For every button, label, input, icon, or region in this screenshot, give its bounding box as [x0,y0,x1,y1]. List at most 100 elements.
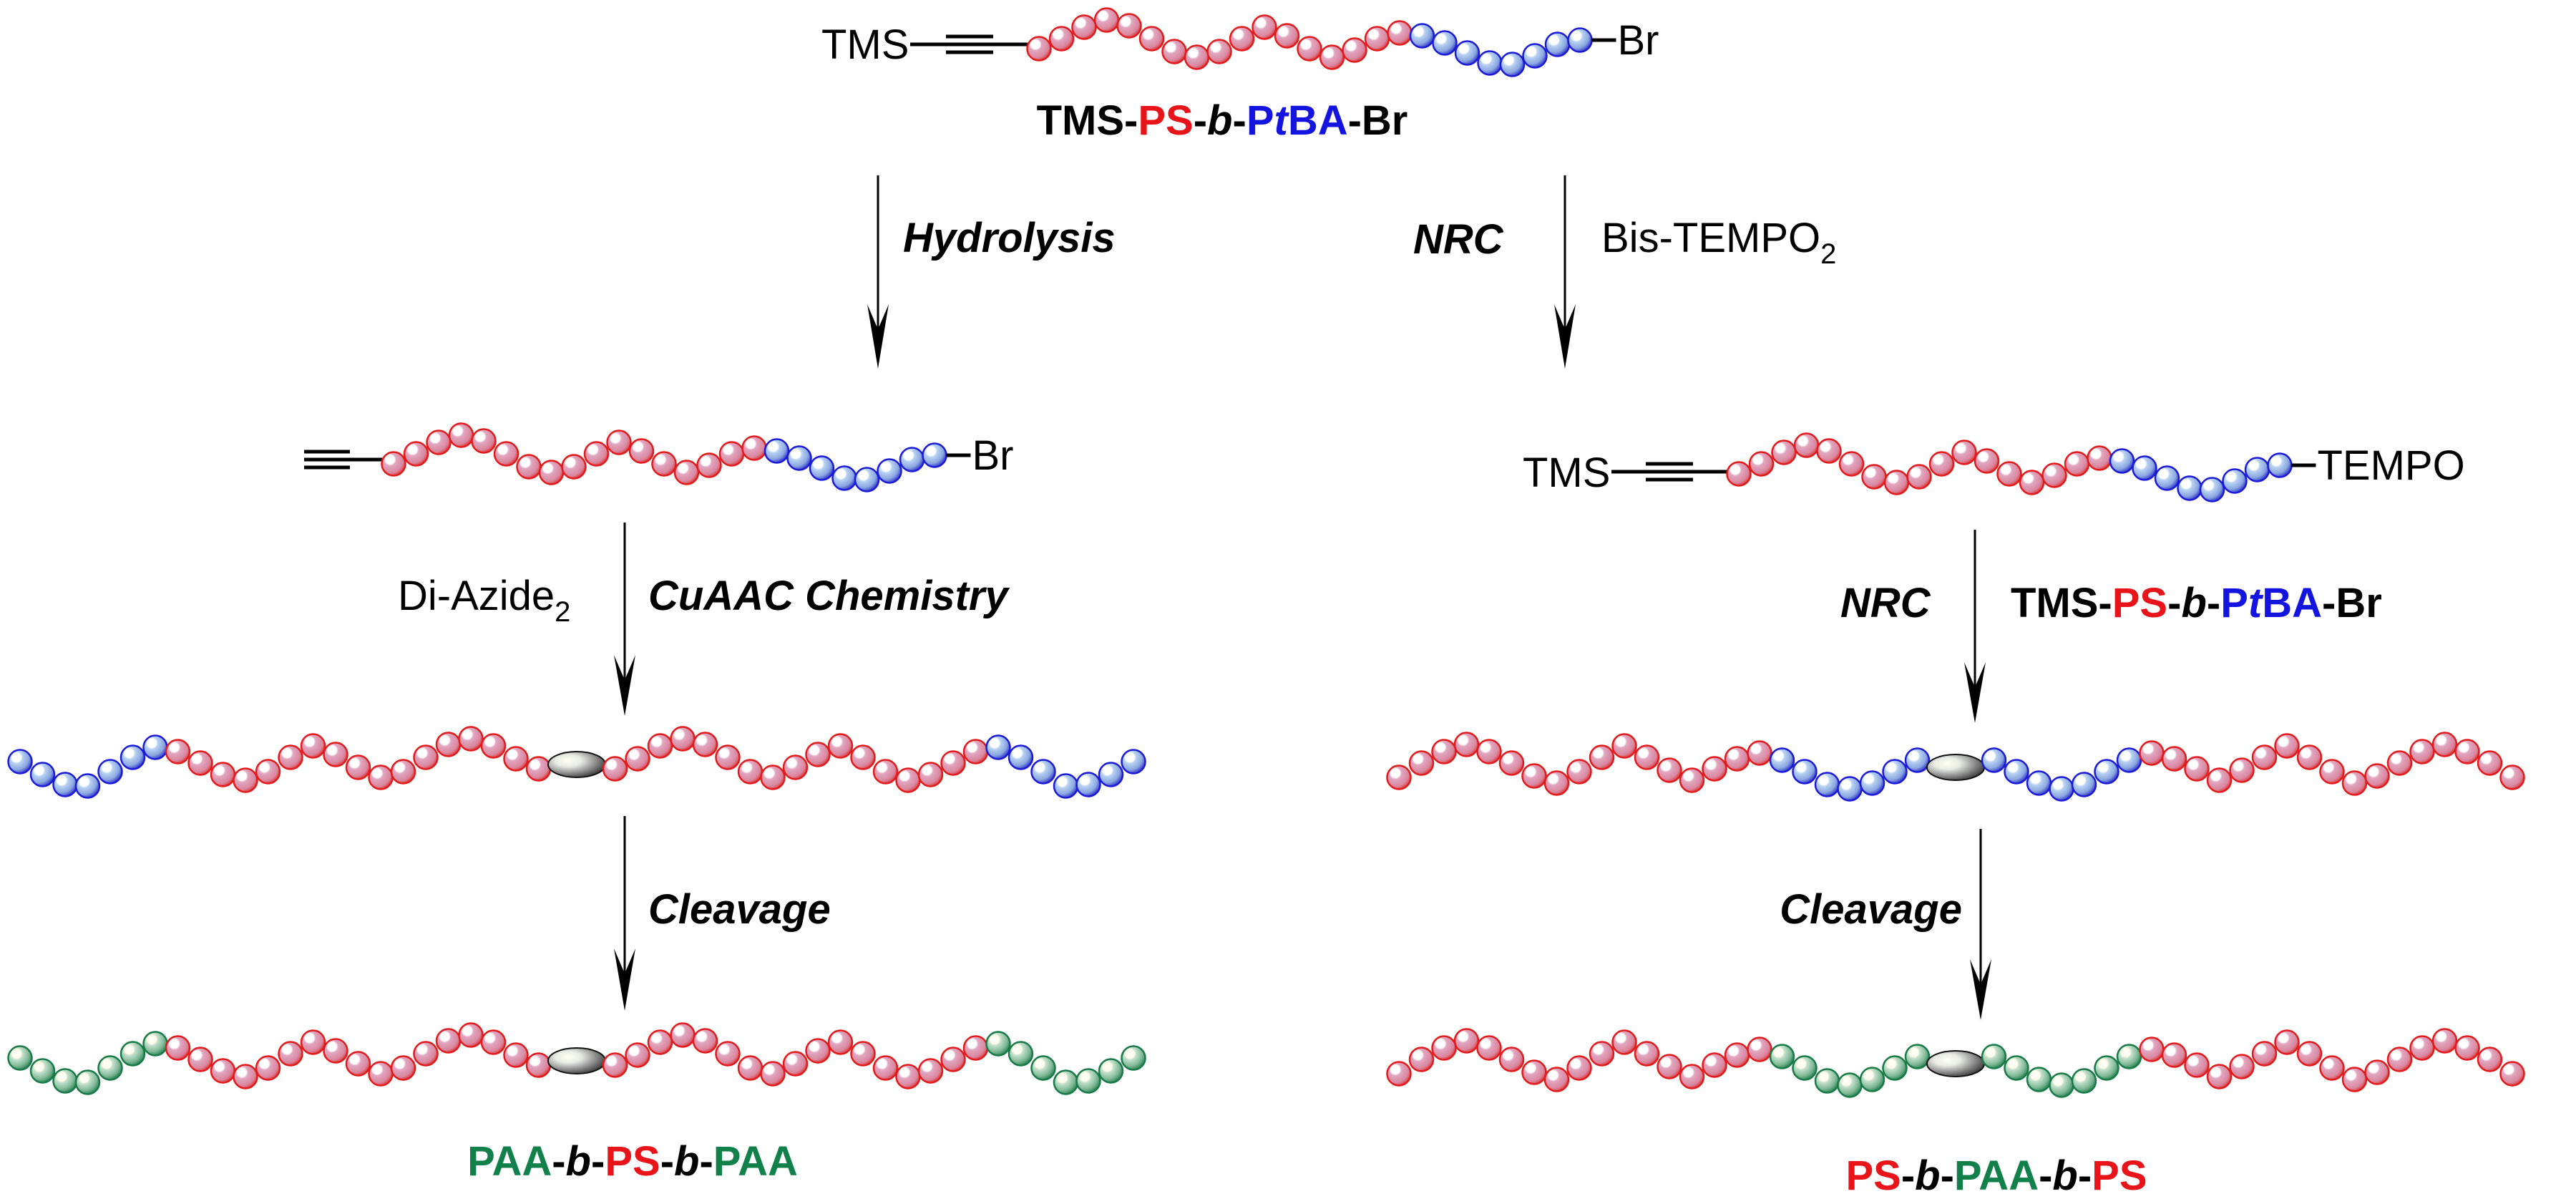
ps-bead [2139,740,2165,766]
ps-bead [805,1038,831,1064]
ps-bead [1996,461,2022,487]
ps-bead [516,454,542,480]
ptba-bead [2109,448,2135,474]
name-fragment-text: - [591,1138,605,1185]
name-fragment-text: b [1207,97,1232,144]
product-name-right: PS-b-PAA-b-PS [1845,1152,2147,1199]
ps-bead [448,422,474,448]
paa-bead [97,1055,123,1081]
nrc-reagent-label: TMS-PS-b-PtBA-Br [2011,580,2382,626]
ps-bead [606,429,632,455]
ps-bead [165,1035,191,1061]
ps-bead [1319,44,1345,70]
ps-bead [1589,744,1615,770]
polymer-chain-ps-b-ptba [1026,7,1593,77]
ps-bead [1611,1029,1637,1055]
ps-bead [1906,464,1932,490]
ps-bead [2139,1037,2165,1062]
ps-bead [2041,462,2067,488]
ps-bead [2431,732,2458,757]
ps-bead [895,767,921,793]
ps-bead [850,1041,876,1067]
ps-bead [480,1029,507,1055]
paa-bead [2071,1068,2097,1094]
ps-bead [1724,1042,1750,1068]
name-fragment-text: - [1232,97,1246,144]
name-fragment-text: -Br [2322,580,2382,626]
ps-bead [435,732,462,757]
name-fragment-text: - [2167,580,2181,626]
ps-bead [2364,763,2390,789]
ptba-bead [1859,770,1885,796]
name-fragment-ps: PS [2092,1152,2147,1199]
ps-bead [1252,14,1277,40]
ptba-bead [7,749,33,775]
ps-bead [255,1055,281,1081]
ps-bead [1274,23,1300,49]
ps-bead [1928,451,1955,477]
paa-bead [1904,1044,1931,1069]
ptba-bead [2154,465,2180,491]
ps-bead [962,739,989,764]
ps-bead [2274,733,2300,759]
ps-bead [1861,464,1887,490]
ps-bead [917,762,944,787]
ptba-bead [2094,759,2119,785]
ptba-bead [2267,452,2293,478]
name-fragment-text: - [2078,1152,2092,1199]
ptba-bead [2132,455,2157,481]
ps-bead [2499,1061,2525,1087]
ps-bead [1771,440,1797,465]
ptba-bead [1522,43,1548,69]
nrc-label-2: NRC [1840,580,1931,626]
ptba-bead [763,438,790,464]
ptba-bead [1121,749,1146,775]
ps-bead [390,1055,416,1081]
name-fragment-text: b [674,1138,699,1185]
ptba-bead [1544,31,1571,57]
ps-bead [390,759,416,785]
ps-bead [480,733,507,759]
ps-bead [187,1047,213,1072]
name-fragment-text: - [552,1138,565,1185]
paa-bead [2004,1055,2029,1081]
ps-bead [2184,756,2210,782]
name-fragment-text: b [2181,580,2206,626]
ps-bead [602,1052,628,1078]
junction-linker [1926,754,1985,781]
ps-bead [403,441,429,467]
ps-bead [426,429,452,455]
ps-bead [187,750,213,776]
ps-bead [233,767,258,793]
paa-bead [74,1069,101,1095]
ps-bead [715,1041,741,1067]
ps-bead [625,746,650,772]
ps-bead [625,1042,650,1068]
name-fragment-text: TMS- [1037,97,1138,144]
name-fragment-ptba: P [1246,97,1274,144]
paa-bead [1837,1072,1863,1098]
ps-bead [2477,750,2503,776]
paa-bead [29,1058,56,1084]
ps-bead [692,732,718,757]
ptba-bead [1882,759,1908,785]
ps-bead [503,1042,529,1068]
paa-bead [1008,1041,1034,1067]
ps-bead [895,1064,921,1089]
ps-bead [1206,39,1232,64]
ptba-bead [1432,30,1458,56]
ps-bead [323,1038,348,1064]
ps-bead [1679,1064,1705,1089]
triple-bond [304,450,350,470]
ps-bead [458,726,484,752]
ps-bead [1543,1067,1570,1092]
ps-bead [718,441,745,467]
ps-bead [1748,451,1775,477]
paa-bead [119,1041,146,1067]
ps-bead [1611,733,1637,759]
paa-bead [2049,1072,2074,1098]
ps-bead [602,756,628,782]
ptba-bead [2222,468,2248,494]
ps-bead [493,441,519,467]
name-fragment-ps: PS [605,1138,660,1185]
